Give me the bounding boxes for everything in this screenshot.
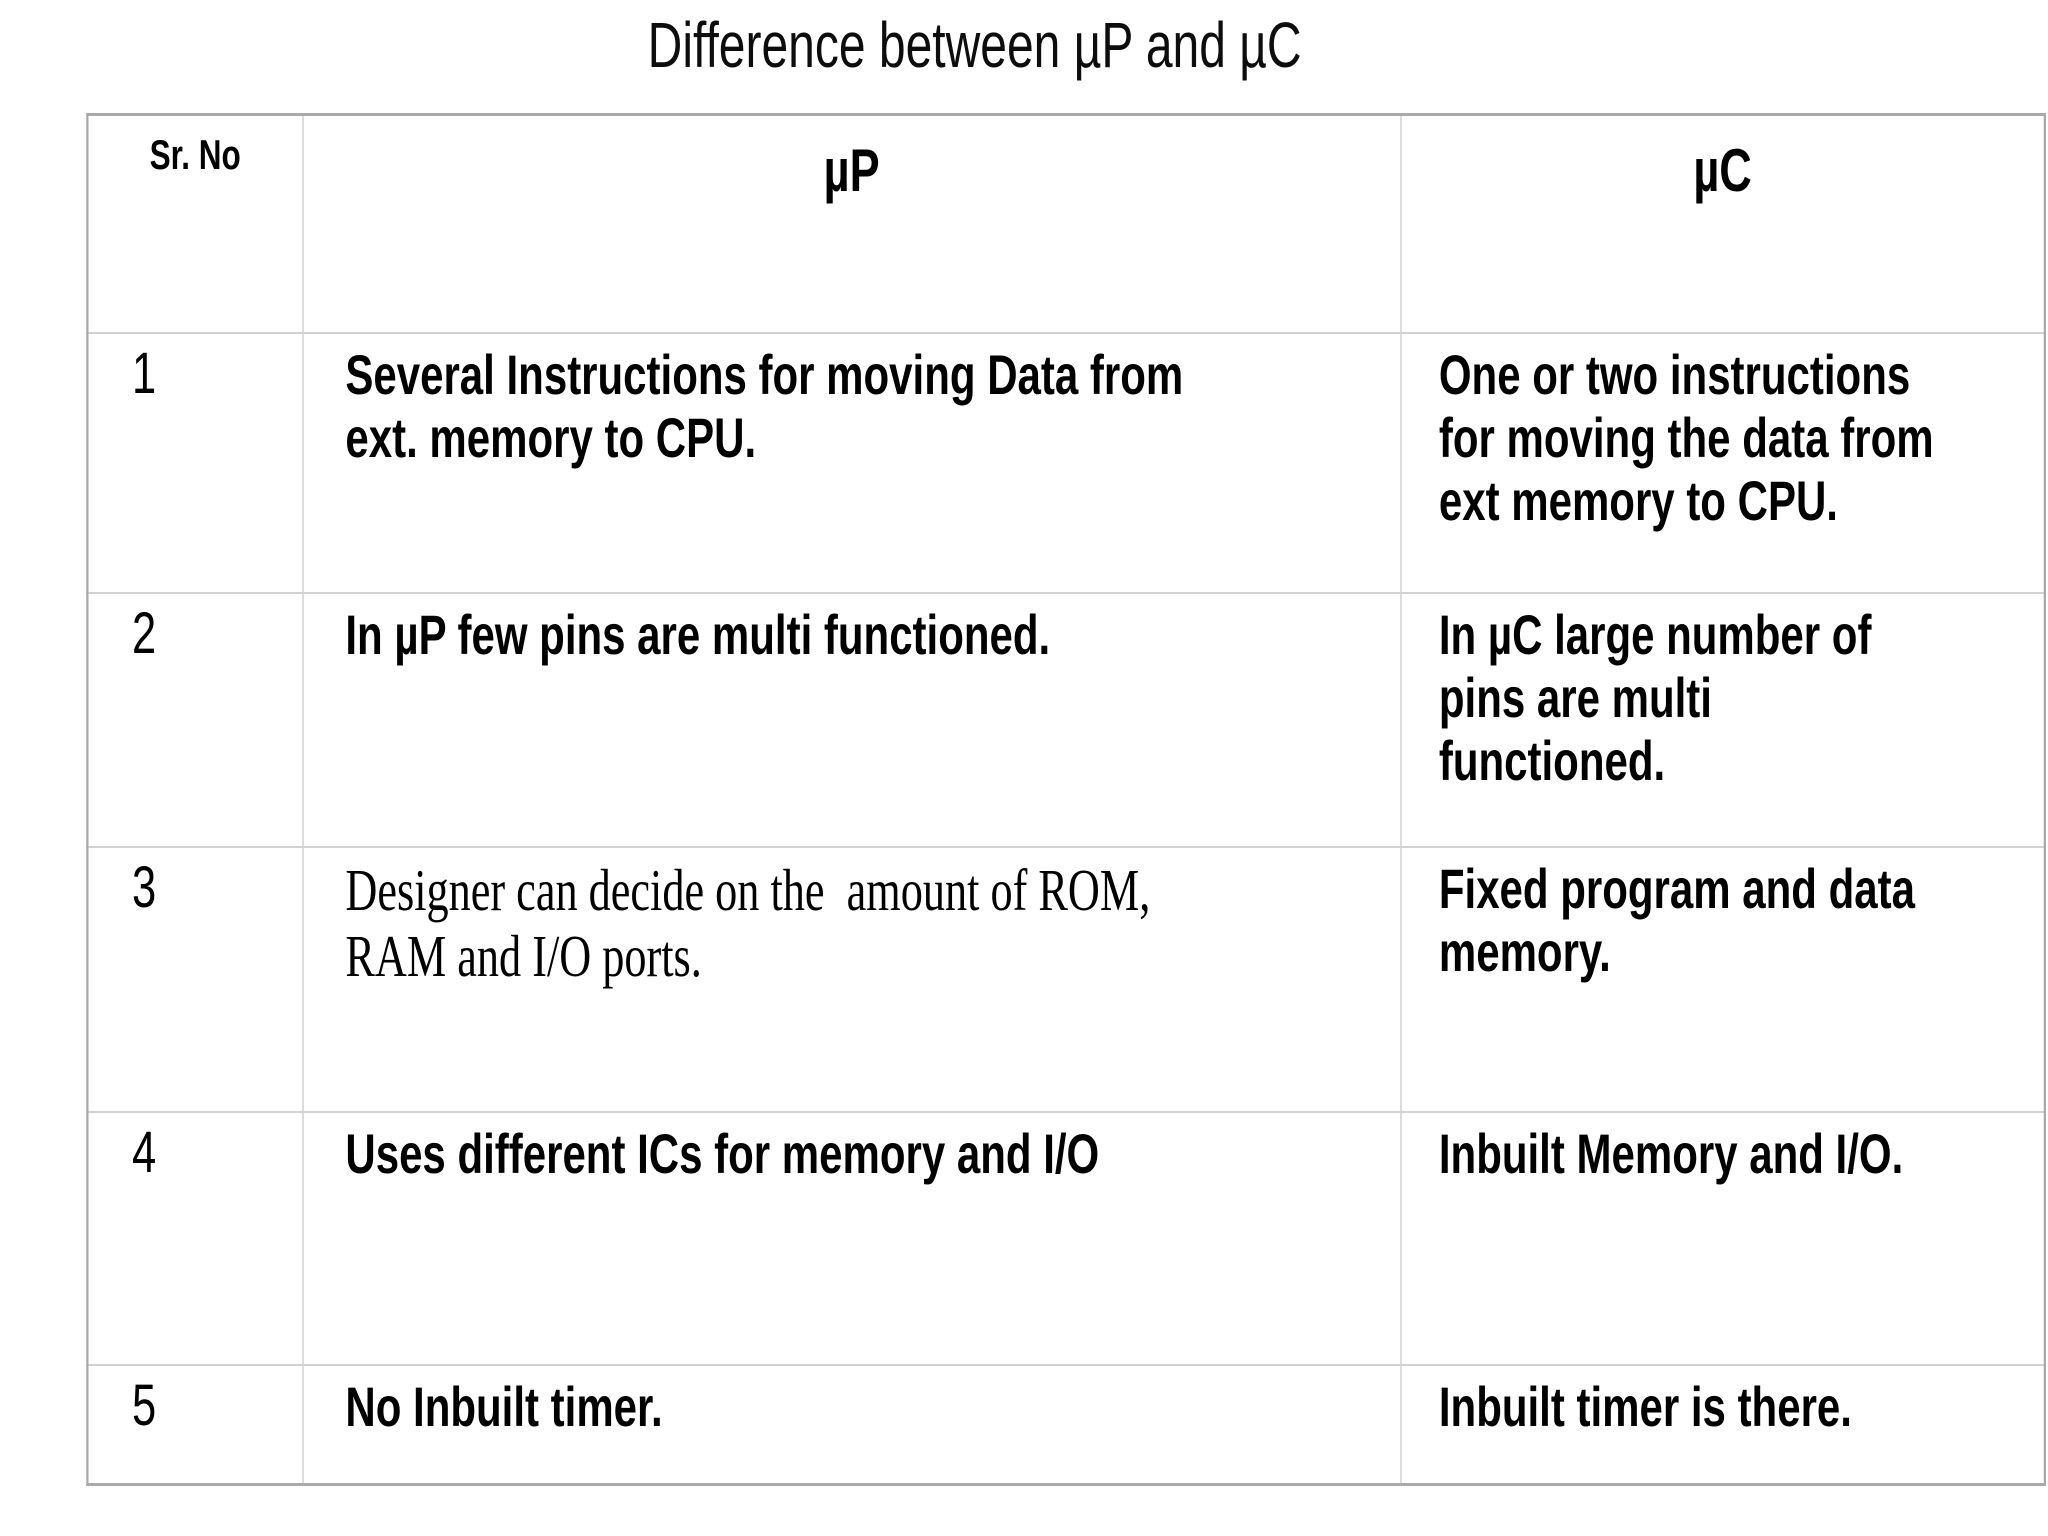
- table-row-4: 4 Uses different ICs for memory and I/O …: [86, 1110, 2046, 1366]
- row-5-uc-cell: Inbuilt timer is there.: [1399, 1363, 2046, 1486]
- row-4-sr-no: 4: [86, 1110, 304, 1366]
- row-4-uc-cell: Inbuilt Memory and I/O.: [1399, 1110, 2046, 1366]
- header-row: Sr. No µP µC: [86, 113, 2046, 334]
- row-1-up-cell: Several Instructions for moving Data fro…: [301, 331, 1402, 594]
- page-title: Difference between µP and µC: [647, 9, 1302, 81]
- row-2-uc-cell: In µC large number of pins are multi fun…: [1399, 591, 2046, 848]
- table-row-1: 1 Several Instructions for moving Data f…: [86, 331, 2046, 594]
- table-row-5: 5 No Inbuilt timer. Inbuilt timer is the…: [86, 1363, 2046, 1486]
- header-uc: µC: [1399, 113, 2046, 334]
- header-up: µP: [301, 113, 1402, 334]
- table-row-3: 3 Designer can decide on the amount of R…: [86, 845, 2046, 1113]
- row-3-up-cell: Designer can decide on the amount of ROM…: [301, 845, 1402, 1113]
- comparison-table: Sr. No µP µC 1 Several Instructions for …: [86, 113, 2046, 1486]
- row-2-up-cell: In µP few pins are multi functioned.: [301, 591, 1402, 848]
- row-5-up-cell: No Inbuilt timer.: [301, 1363, 1402, 1486]
- row-3-uc-cell: Fixed program and data memory.: [1399, 845, 2046, 1113]
- row-1-sr-no: 1: [86, 331, 304, 594]
- row-3-sr-no: 3: [86, 845, 304, 1113]
- row-4-up-cell: Uses different ICs for memory and I/O: [301, 1110, 1402, 1366]
- row-5-sr-no: 5: [86, 1363, 304, 1486]
- table-row-2: 2 In µP few pins are multi functioned. I…: [86, 591, 2046, 848]
- header-sr-no: Sr. No: [86, 113, 304, 334]
- row-1-uc-cell: One or two instructions for moving the d…: [1399, 331, 2046, 594]
- row-2-sr-no: 2: [86, 591, 304, 848]
